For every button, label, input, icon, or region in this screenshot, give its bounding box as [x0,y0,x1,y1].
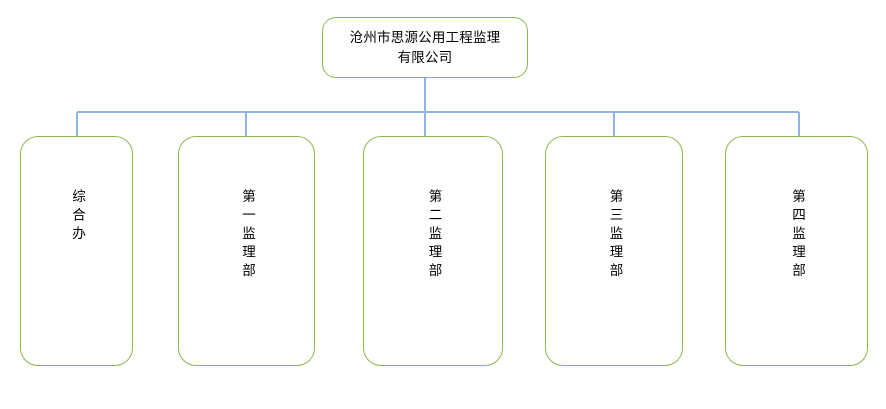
org-node-dept-3-label: 第二监理部 [425,189,442,282]
org-node-dept-5-label: 第四监理部 [789,189,805,282]
org-node-root-label: 沧州市思源公用工程监理 有限公司 [349,29,501,66]
org-node-dept-1-label: 综合办 [69,189,85,245]
org-node-dept-2[interactable]: 第一监理部 [178,136,315,366]
org-node-dept-4-label: 第三监理部 [606,189,623,282]
org-node-dept-4[interactable]: 第三监理部 [545,136,683,366]
org-node-dept-5[interactable]: 第四监理部 [725,136,868,366]
org-node-dept-1[interactable]: 综合办 [20,136,133,366]
org-node-root[interactable]: 沧州市思源公用工程监理 有限公司 [322,17,528,78]
org-node-dept-2-label: 第一监理部 [239,189,255,282]
org-node-dept-3[interactable]: 第二监理部 [363,136,503,366]
